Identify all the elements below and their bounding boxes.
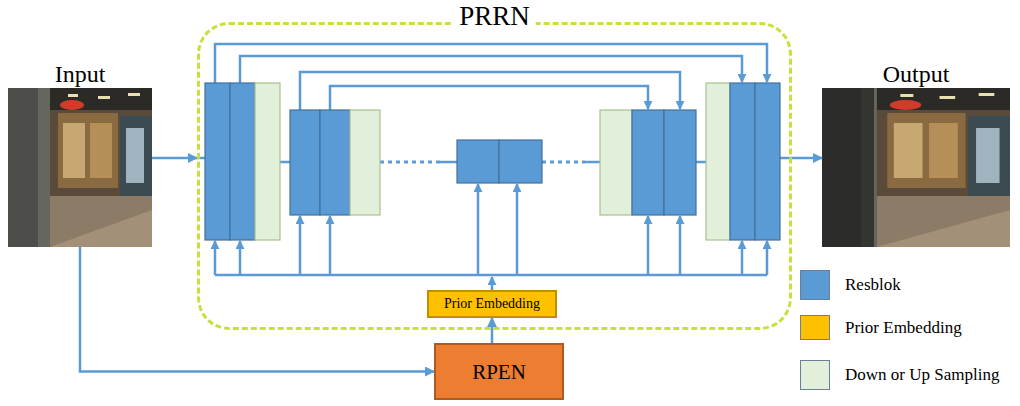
network-blocks	[205, 83, 780, 240]
flow-line	[440, 161, 457, 164]
embedding-box: Prior Embedding	[427, 290, 557, 318]
rpen-box: RPEN	[434, 343, 564, 400]
bus-feed	[491, 277, 494, 290]
output-image: Output	[822, 60, 1010, 247]
resblock	[755, 83, 780, 240]
resblock	[730, 83, 755, 240]
skip-line	[300, 72, 680, 110]
bus-arrow	[679, 216, 682, 275]
bus-arrow	[239, 241, 242, 275]
skip-line	[330, 86, 648, 110]
sampling-block	[350, 110, 380, 215]
network-region: PRRNPrior Embedding	[197, 22, 792, 330]
skip-line	[215, 44, 767, 83]
flow-line	[696, 161, 706, 164]
skip-connections	[215, 44, 767, 110]
node-label: Prior Embedding	[444, 295, 540, 313]
bus-arrow	[647, 216, 650, 275]
resblock	[664, 110, 696, 215]
legend-label: Prior Embedding	[845, 318, 962, 338]
bus-arrow	[766, 241, 769, 275]
legend-label: Resblok	[845, 275, 901, 295]
bus-arrow	[741, 241, 744, 275]
legend-swatch	[800, 360, 830, 390]
resblock	[230, 83, 255, 240]
sampling-block	[706, 83, 730, 240]
flow-arrow	[491, 318, 494, 343]
input-image: Input	[8, 60, 152, 247]
bus-arrow	[214, 241, 217, 275]
bus-arrow	[329, 216, 332, 275]
bus-line	[215, 274, 767, 277]
bus-arrow	[477, 184, 480, 275]
output-photo	[822, 88, 1010, 247]
resblock	[290, 110, 320, 215]
flow-arrow	[792, 157, 822, 160]
sampling-block	[255, 83, 280, 240]
flow-dots	[542, 161, 585, 164]
flow-dots	[380, 161, 440, 164]
legend-swatch	[800, 270, 830, 300]
flow-arrow	[152, 157, 197, 160]
output-pillar-shade	[822, 88, 874, 247]
node-label: Output	[883, 60, 950, 88]
resblock	[499, 140, 542, 183]
flow-arrow	[80, 247, 434, 372]
resblock	[205, 83, 230, 240]
bus-arrow	[516, 184, 519, 275]
input-photo	[8, 88, 152, 247]
resblock	[320, 110, 350, 215]
flow-line	[585, 161, 600, 164]
legend-swatch	[800, 315, 830, 340]
resblock	[632, 110, 664, 215]
node-label: PRRN	[453, 1, 536, 31]
legend-label: Down or Up Sampling	[845, 365, 999, 385]
sampling-block	[600, 110, 632, 215]
skip-line	[240, 56, 742, 83]
bus-arrow	[299, 216, 302, 275]
resblock	[457, 140, 499, 183]
node-label: Input	[55, 60, 106, 88]
flow-line	[280, 161, 290, 164]
node-label: RPEN	[472, 360, 526, 384]
